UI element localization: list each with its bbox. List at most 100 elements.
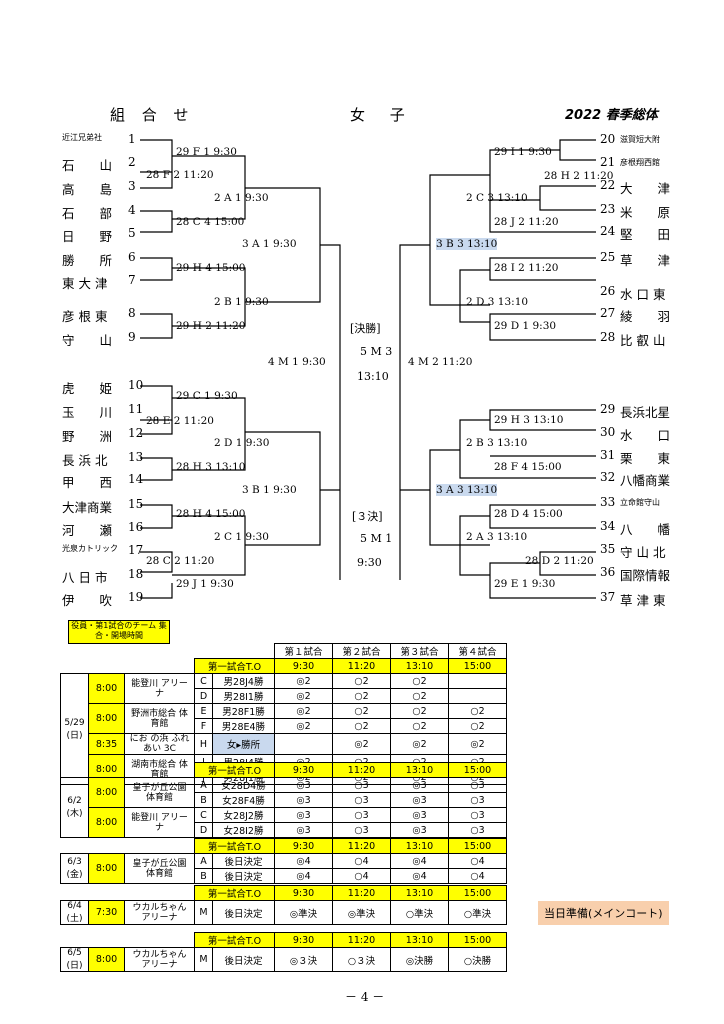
assembly-time: 8:00: [88, 947, 125, 972]
date-cell: 6/3 (金): [60, 853, 89, 884]
result-cell: ◎３決: [274, 947, 333, 972]
date-cell: 6/5 (日): [60, 947, 89, 972]
result-cell: ◎2: [448, 733, 507, 755]
result-cell: ○2: [332, 718, 391, 734]
court-cell: C: [194, 673, 213, 689]
right-team-number: 31: [600, 448, 616, 462]
match-cell: 男28J4勝: [212, 673, 275, 689]
result-cell: ◎2: [274, 703, 333, 719]
round-header: 第２試合: [332, 643, 391, 659]
final-time: 13:10: [357, 370, 389, 383]
match-label: 28 D 2 11:20: [525, 555, 594, 567]
right-team-number: 20: [600, 132, 616, 146]
result-cell: ○3: [448, 822, 507, 838]
court-cell: A: [194, 777, 213, 793]
match-label: 29 E 1 9:30: [494, 578, 556, 590]
right-team-number: 34: [600, 519, 616, 533]
right-team-name: 草 津: [620, 253, 671, 268]
final-match: 5 M 3: [360, 345, 393, 358]
start-time: 9:30: [274, 838, 333, 854]
result-cell: ◎3: [390, 777, 449, 793]
right-team-name: 水 口 東: [620, 287, 666, 302]
court-cell: B: [194, 792, 213, 808]
match-cell: 女▸勝所: [212, 733, 275, 755]
match-cell: 後日決定: [212, 868, 275, 884]
match-label: 2 D 1 9:30: [214, 437, 270, 449]
start-time: 15:00: [448, 932, 507, 948]
result-cell: ◎3: [390, 792, 449, 808]
court-cell: C: [194, 807, 213, 823]
assembly-time: 8:00: [88, 777, 125, 808]
page-heading-center: 女 子: [350, 106, 415, 124]
start-time: 13:10: [390, 885, 449, 901]
result-cell: ○3: [332, 792, 391, 808]
assembly-time: 7:30: [88, 900, 125, 925]
left-team-number: 1: [128, 132, 136, 146]
result-cell: ○3: [332, 807, 391, 823]
court-cell: M: [194, 900, 213, 925]
assembly-time: 8:00: [88, 853, 125, 884]
court-cell: A: [194, 853, 213, 869]
left-team-name: 近江兄弟社: [62, 133, 102, 142]
start-label: 第一試合T.O: [194, 885, 275, 901]
result-cell: ◎3: [274, 792, 333, 808]
left-team-number: 8: [128, 306, 136, 320]
result-cell: ○2: [332, 703, 391, 719]
page-footer: － 4 －: [345, 990, 385, 1004]
match-label: 28 F 2 11:20: [146, 169, 214, 181]
result-cell: ◎2: [332, 733, 391, 755]
right-team-number: 23: [600, 202, 616, 216]
left-team-name: 河 瀬: [62, 523, 113, 538]
result-cell: ○2: [390, 688, 449, 704]
start-time: 11:20: [332, 658, 391, 674]
result-cell: ◎4: [274, 853, 333, 869]
result-cell: ○3: [448, 792, 507, 808]
result-cell: ○決勝: [448, 947, 507, 972]
result-cell: ○３決: [332, 947, 391, 972]
left-team-name: 大津商業: [62, 500, 113, 515]
right-team-number: 28: [600, 330, 616, 344]
court-cell: B: [194, 868, 213, 884]
result-cell: ○2: [390, 718, 449, 734]
court-cell: M: [194, 947, 213, 972]
result-cell: ○2: [390, 673, 449, 689]
start-label: 第一試合T.O: [194, 658, 275, 674]
result-cell: ○3: [448, 777, 507, 793]
venue-cell: ウカルちゃん アリーナ: [124, 947, 195, 972]
match-cell: 女28J2勝: [212, 807, 275, 823]
left-team-number: 5: [128, 226, 136, 240]
right-team-name: 堅 田: [620, 227, 671, 242]
left-team-name: 勝 所: [62, 253, 113, 268]
left-team-number: 15: [128, 497, 144, 511]
third-label: [３決]: [352, 510, 383, 523]
match-label: 29 F 1 9:30: [176, 146, 237, 158]
left-team-number: 14: [128, 472, 144, 486]
match-label: 2 B 1 9:30: [214, 296, 269, 308]
assembly-notice: 役員・第1試合のチーム 集合・開場時間: [68, 620, 170, 644]
match-label: 29 C 1 9:30: [176, 390, 238, 402]
match-cell: 女28F4勝: [212, 792, 275, 808]
match-cell: 後日決定: [212, 853, 275, 869]
result-cell: ○準決: [448, 900, 507, 925]
result-cell: ◎3: [390, 822, 449, 838]
start-time: 11:20: [332, 932, 391, 948]
venue-cell: 皇子が丘公園 体育館: [124, 853, 195, 884]
round-header: 第１試合: [274, 643, 333, 659]
left-team-name: 彦 根 東: [62, 309, 108, 324]
result-cell: ○準決: [390, 900, 449, 925]
date-cell: 6/4 (土): [60, 900, 89, 925]
right-team-number: 35: [600, 542, 616, 556]
result-cell: ◎4: [274, 868, 333, 884]
match-label: 4 M 2 11:20: [408, 356, 473, 368]
left-team-name: 光泉カトリック: [62, 544, 118, 553]
match-label: 28 J 2 11:20: [494, 216, 559, 228]
right-team-number: 24: [600, 224, 616, 238]
match-cell: 後日決定: [212, 900, 275, 925]
match-label: 29 D 1 9:30: [494, 320, 557, 332]
right-team-name: 長浜北星: [620, 405, 671, 420]
start-time: 13:10: [390, 932, 449, 948]
result-cell: ◎準決: [332, 900, 391, 925]
right-team-number: 30: [600, 425, 616, 439]
result-cell: ◎2: [274, 718, 333, 734]
